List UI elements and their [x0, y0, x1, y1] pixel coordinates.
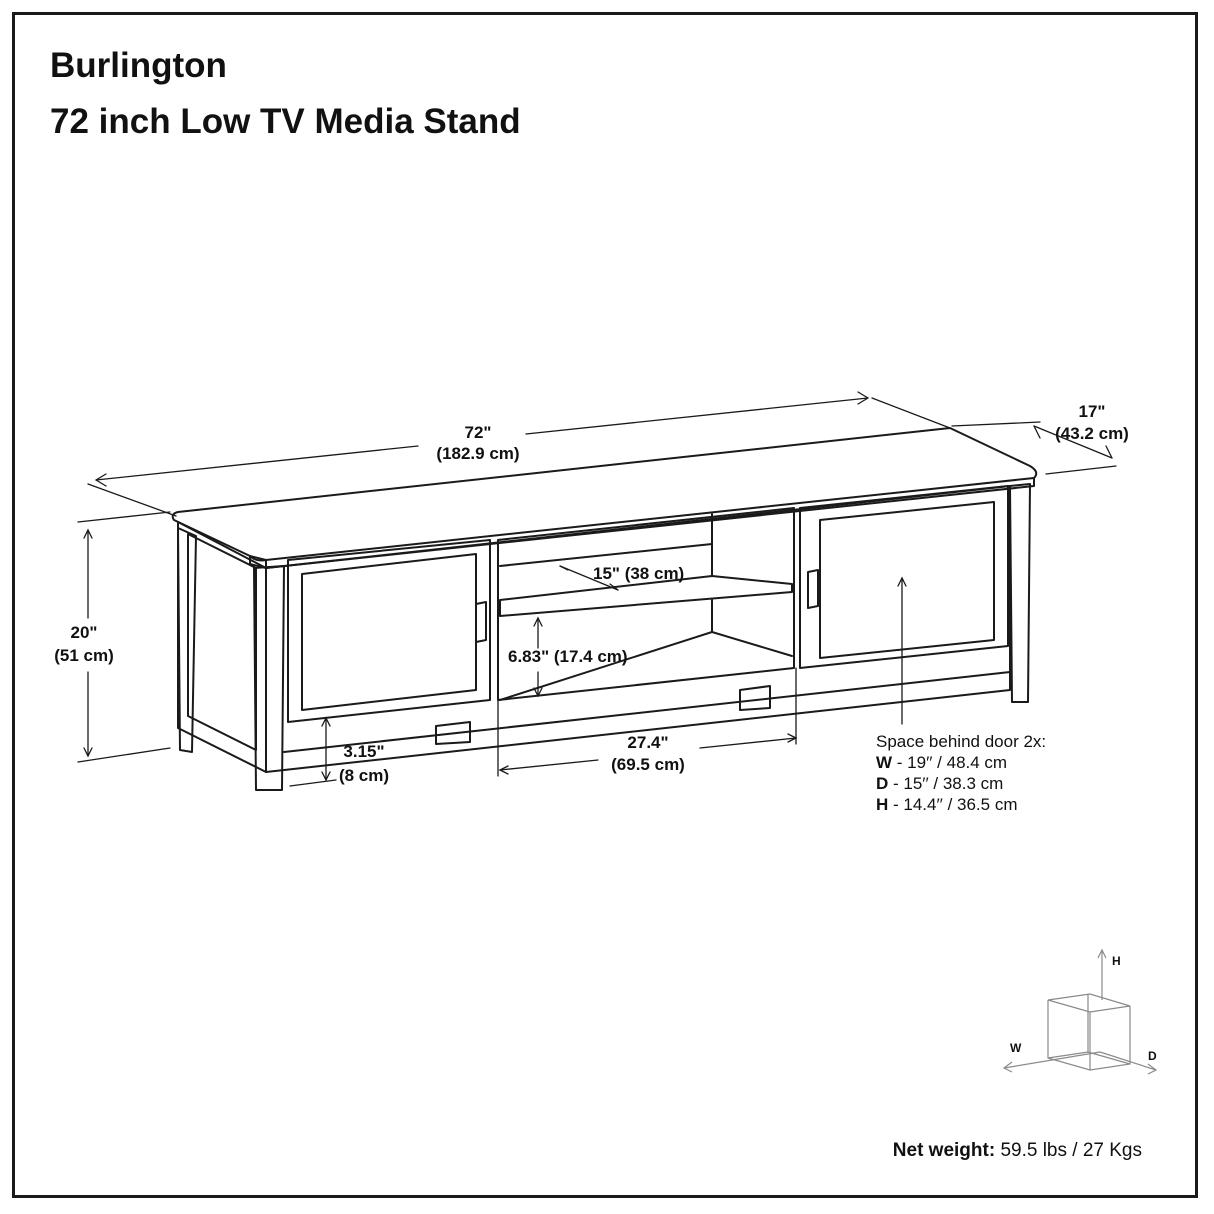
- right-door-handle: [807, 569, 819, 609]
- depth-cm-label: (43.2 cm): [1055, 424, 1129, 443]
- right-door-panel: [819, 501, 995, 659]
- left-side: [177, 521, 267, 773]
- axis-d-label: D: [1148, 1049, 1157, 1063]
- net-weight-label: Net weight:: [892, 1140, 996, 1161]
- height-inch-label: 20": [71, 623, 98, 642]
- product-name: Burlington: [50, 46, 227, 85]
- shelf-depth-label: 15" (38 cm): [593, 564, 684, 583]
- clearance-cm-label: (8 cm): [339, 766, 389, 785]
- front-right-leg: [1009, 483, 1031, 703]
- opening-width-cm-label: (69.5 cm): [611, 755, 685, 774]
- shelf-depth-arrow: [559, 565, 619, 591]
- depth-inch-label: 17": [1079, 402, 1106, 421]
- left-door-panel: [301, 553, 477, 711]
- inner-foot-2: [739, 685, 771, 711]
- left-door: [287, 539, 491, 723]
- depth-dim-line: [1033, 425, 1113, 459]
- space-heading: Space behind door 2x:: [876, 732, 1047, 751]
- inner-foot-1: [435, 721, 471, 745]
- clearance-inch-label: 3.15": [343, 742, 384, 761]
- shelf-height-label: 6.83" (17.4 cm): [508, 647, 628, 666]
- height-cm-label: (51 cm): [54, 646, 114, 665]
- left-door-handle: [475, 601, 487, 643]
- right-door: [799, 485, 1009, 669]
- center-opening: [497, 507, 795, 701]
- page-frame: [12, 12, 1198, 1198]
- width-dim-line: [95, 397, 869, 481]
- product-subtitle: 72 inch Low TV Media Stand: [50, 102, 521, 141]
- space-row-height: H - 14.4′′ / 36.5 cm: [876, 795, 1018, 814]
- stand-top: [171, 427, 1038, 562]
- space-behind-door-block: Space behind door 2x: W - 19′′ / 48.4 cm…: [876, 731, 1046, 815]
- axis-w-label: W: [1010, 1041, 1022, 1055]
- width-cm-label: (182.9 cm): [436, 444, 519, 463]
- space-row-depth: D - 15′′ / 38.3 cm: [876, 774, 1004, 793]
- center-shelf: [499, 575, 793, 617]
- opening-width-inch-label: 27.4": [627, 733, 668, 752]
- axis-key-cube: [1002, 948, 1158, 1075]
- w-axis-line: [1003, 1051, 1101, 1069]
- width-inch-label: 72": [465, 423, 492, 442]
- net-weight: Net weight: 59.5 lbs / 27 Kgs: [893, 1140, 1142, 1162]
- axis-h-label: H: [1112, 954, 1121, 968]
- d-axis-line: [1099, 1051, 1157, 1071]
- front-left-leg: [253, 565, 285, 791]
- net-weight-value: 59.5 lbs / 27 Kgs: [995, 1140, 1142, 1161]
- back-left-leg: [177, 527, 197, 753]
- space-row-width: W - 19′′ / 48.4 cm: [876, 753, 1008, 772]
- opening-width-dim-line: [499, 737, 797, 771]
